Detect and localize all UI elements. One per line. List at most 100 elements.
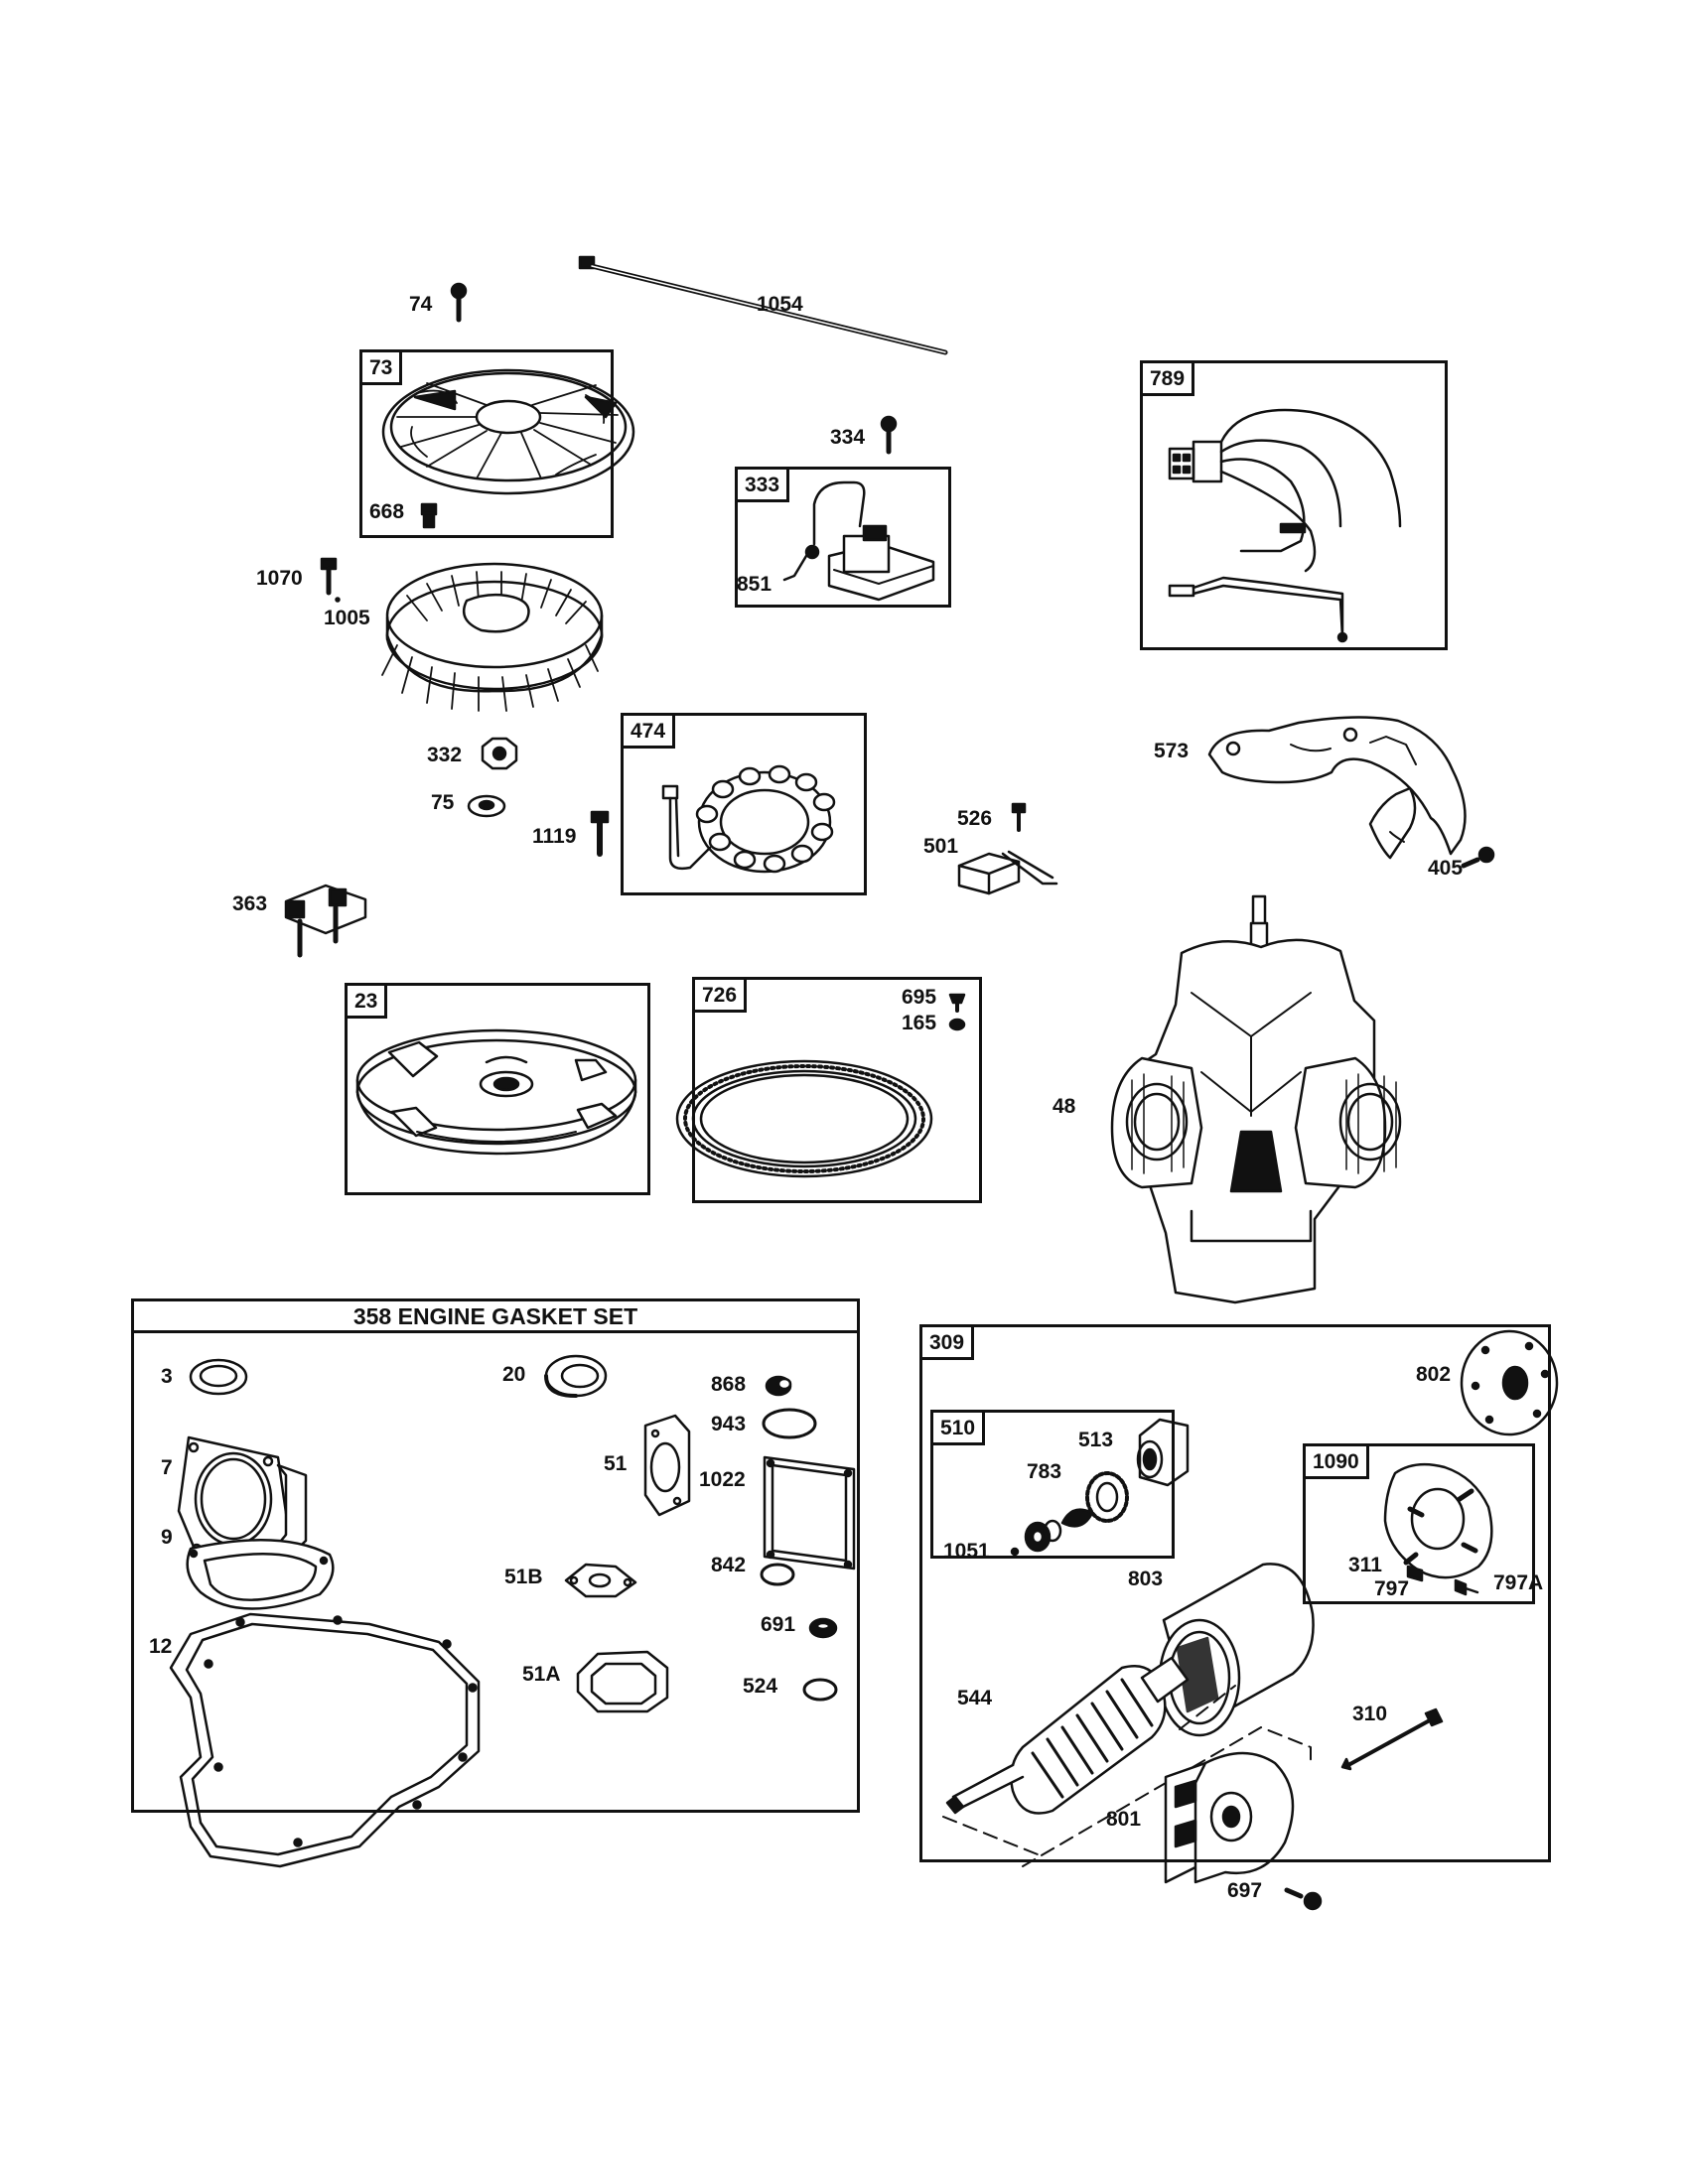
- seal-20-icon: [544, 1354, 608, 1398]
- bracket-363-icon: [284, 884, 367, 958]
- bolt-74-icon: [450, 282, 468, 323]
- o-ring-943-icon: [762, 1408, 817, 1439]
- callout-51B: 51B: [504, 1566, 543, 1588]
- part-box-label: 1090: [1306, 1446, 1369, 1479]
- callout-75: 75: [431, 791, 455, 814]
- callout-842: 842: [711, 1554, 747, 1576]
- alternator-stator-474-icon: [661, 764, 836, 874]
- end-cap-801-icon: [1164, 1751, 1295, 1884]
- part-box-73: 73: [359, 349, 614, 538]
- gasket-51-icon: [643, 1414, 691, 1517]
- callout-310: 310: [1352, 1703, 1388, 1725]
- callout-3: 3: [161, 1365, 173, 1388]
- callout-1070: 1070: [256, 567, 303, 590]
- part-box-474: 474: [621, 713, 867, 895]
- callout-51A: 51A: [522, 1663, 561, 1686]
- washer-75-icon: [467, 794, 506, 818]
- brush-311-icon: [1406, 1565, 1424, 1582]
- through-bolt-310-icon: [1340, 1707, 1444, 1771]
- crankcase-48-icon: [1110, 894, 1402, 1304]
- cable-tie-1054-icon: [578, 255, 948, 355]
- screw-695-icon: [948, 993, 966, 1013]
- frame-803-icon: [1158, 1563, 1315, 1737]
- screw-334-icon: [880, 415, 898, 455]
- screw-1119-icon: [590, 810, 610, 857]
- part-box-label: 789: [1143, 363, 1195, 396]
- callout-691: 691: [761, 1613, 796, 1636]
- callout-12: 12: [149, 1635, 173, 1658]
- gasket-12-icon: [169, 1612, 481, 1868]
- callout-1022: 1022: [699, 1468, 746, 1491]
- callout-51: 51: [604, 1452, 628, 1475]
- callout-1054: 1054: [757, 293, 803, 316]
- gasket-51b-icon: [564, 1563, 637, 1598]
- washer-165-icon: [948, 1018, 966, 1031]
- part-box-label: 726: [695, 980, 748, 1013]
- part-box-label: 73: [362, 352, 403, 385]
- nut-332-icon: [481, 737, 518, 770]
- callout-9: 9: [161, 1526, 173, 1549]
- part-box-1090: 1090: [1303, 1443, 1535, 1604]
- callout-513: 513: [1078, 1429, 1114, 1451]
- callout-783: 783: [1027, 1460, 1062, 1483]
- callout-332: 332: [427, 744, 463, 766]
- callout-697: 697: [1227, 1879, 1263, 1902]
- callout-165: 165: [902, 1012, 937, 1034]
- gear-513-icon: [1136, 1418, 1190, 1487]
- callout-74: 74: [409, 293, 433, 316]
- gasket-1022-icon: [763, 1455, 856, 1570]
- flywheel-23-icon: [355, 1028, 637, 1156]
- screw-1070-icon: [320, 557, 341, 603]
- callout-695: 695: [902, 986, 937, 1009]
- washer-524-icon: [802, 1678, 838, 1702]
- drive-end-802-icon: [1460, 1329, 1559, 1436]
- part-box-333: 333: [735, 467, 951, 608]
- gasket-set-title: 358 ENGINE GASKET SET: [134, 1301, 857, 1333]
- retainer-1051-icon: [1010, 1519, 1062, 1557]
- brush-797-icon: [1454, 1578, 1479, 1596]
- ignition-armature-333-icon: [782, 480, 935, 602]
- callout-803: 803: [1128, 1568, 1164, 1590]
- part-box-label: 510: [933, 1413, 986, 1445]
- part-box-510: 510: [930, 1410, 1175, 1559]
- callout-363: 363: [232, 892, 268, 915]
- callout-1051: 1051: [943, 1540, 990, 1563]
- backplate-573-icon: [1207, 716, 1467, 860]
- part-box-309: 309: [919, 1324, 1551, 1862]
- part-box-label: 474: [624, 716, 676, 749]
- callout-20: 20: [502, 1363, 526, 1386]
- callout-802: 802: [1416, 1363, 1452, 1386]
- callout-524: 524: [743, 1675, 778, 1698]
- brush-holder-1090-icon: [1383, 1462, 1493, 1579]
- callout-573: 573: [1154, 740, 1190, 762]
- callout-544: 544: [957, 1687, 993, 1709]
- callout-943: 943: [711, 1413, 747, 1435]
- callout-405: 405: [1428, 857, 1464, 880]
- flywheel-fan-1005-icon: [381, 562, 604, 712]
- callout-7: 7: [161, 1456, 173, 1479]
- plug-691-icon: [808, 1617, 838, 1639]
- plug-868-icon: [765, 1375, 792, 1397]
- wiring-harness-789-icon: [1168, 408, 1402, 643]
- callout-797A: 797A: [1493, 1571, 1544, 1594]
- callout-851: 851: [737, 573, 772, 596]
- part-box-23: 23: [345, 983, 650, 1195]
- gasket-3-icon: [189, 1358, 248, 1396]
- part-box-label: 309: [922, 1327, 975, 1360]
- callout-801: 801: [1106, 1808, 1142, 1831]
- callout-1119: 1119: [532, 825, 577, 848]
- part-box-label: 23: [348, 986, 388, 1019]
- gasket-51a-icon: [576, 1650, 669, 1713]
- part-box-726: 726: [692, 977, 982, 1203]
- gasket-9-icon: [186, 1539, 335, 1610]
- gasket-set-box: 358 ENGINE GASKET SET: [131, 1298, 860, 1813]
- callout-501: 501: [923, 835, 959, 858]
- callout-311: 311: [1348, 1554, 1382, 1576]
- callout-868: 868: [711, 1373, 747, 1396]
- washer-842-icon: [760, 1563, 795, 1586]
- screw-668-icon: [420, 502, 438, 529]
- armature-544-icon: [945, 1656, 1190, 1815]
- callout-526: 526: [957, 807, 993, 830]
- screw-526-icon: [1011, 802, 1027, 832]
